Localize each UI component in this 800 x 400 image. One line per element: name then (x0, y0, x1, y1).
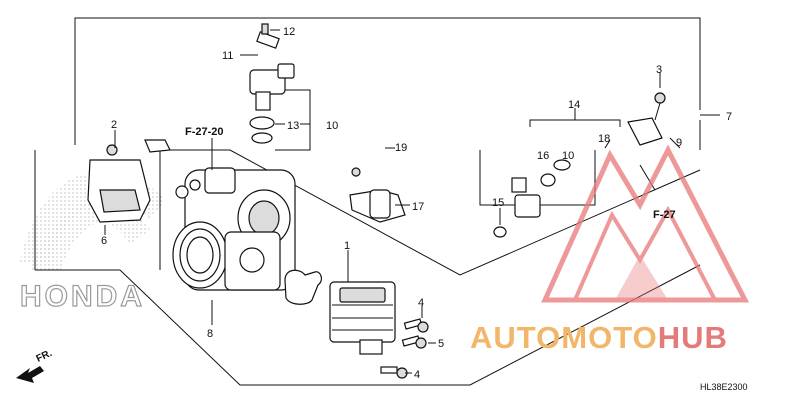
callout-1: 1 (344, 240, 350, 252)
brand-text-part2: HUB (658, 320, 728, 355)
automotohub-brand: AUTOMOTOHUB (470, 320, 728, 355)
direction-label: FR. (35, 348, 54, 365)
callout-16: 16 (537, 150, 549, 162)
callout-13: 13 (287, 120, 299, 132)
leader-lines (104, 29, 681, 374)
fuel-injector (493, 159, 571, 238)
bolt-4-lower (380, 366, 408, 379)
callout-11: 11 (222, 50, 233, 62)
callout-7: 7 (726, 111, 732, 123)
bolt-4-upper (403, 318, 429, 333)
callout-12: 12 (283, 26, 295, 38)
callout-4-upper: 4 (418, 297, 424, 309)
callout-4-lower: 4 (414, 369, 420, 381)
callout-10-right: 10 (562, 150, 574, 162)
callout-19: 19 (395, 142, 407, 154)
honda-logo-text: HONDA (20, 280, 145, 313)
bolt-5 (401, 335, 427, 349)
callout-2: 2 (111, 119, 117, 131)
reference-f-27: F-27 (653, 209, 676, 221)
diagram-code: HL38E2300 (700, 382, 748, 392)
reference-f-27-20: F-27-20 (185, 126, 224, 138)
callout-17: 17 (412, 201, 424, 213)
map-sensor (249, 23, 295, 144)
bracket-9 (627, 92, 666, 146)
callout-15: 15 (492, 197, 504, 209)
callout-6: 6 (101, 235, 107, 247)
bracket-17 (349, 167, 406, 223)
callout-3: 3 (656, 64, 662, 76)
callout-10: 10 (326, 120, 338, 132)
callout-9: 9 (676, 137, 682, 149)
direction-indicator: FR. (16, 348, 54, 383)
automotohub-logo (541, 144, 750, 303)
callout-8: 8 (207, 328, 213, 340)
sensor-unit (329, 281, 396, 355)
callout-14: 14 (568, 99, 580, 111)
gasket (284, 269, 323, 305)
arrow-icon (16, 366, 44, 383)
brand-text-part1: AUTOMOTO (470, 320, 658, 355)
callout-18: 18 (598, 133, 610, 145)
callout-5: 5 (438, 338, 444, 350)
throttle-body (172, 167, 296, 291)
